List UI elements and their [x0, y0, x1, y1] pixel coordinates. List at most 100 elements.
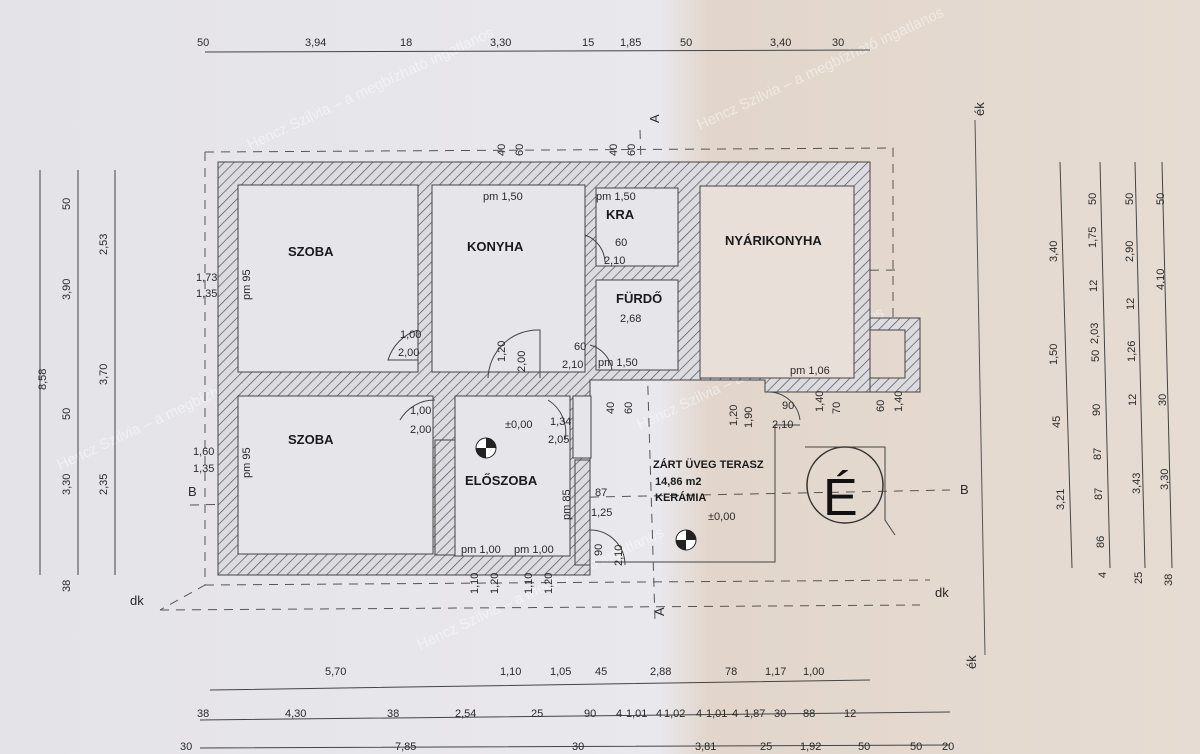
dimension-label: 30 — [832, 37, 844, 49]
section-dk-left: dk — [130, 593, 144, 608]
watermark: Hencz Szilvia – a megbízható ingatlanos — [695, 4, 947, 134]
level-marker-icon — [475, 437, 497, 459]
label: 60 — [574, 341, 586, 353]
dimension-label: 50 — [1124, 193, 1136, 205]
label: 90 — [782, 400, 794, 412]
room-label-furdo: FÜRDŐ — [616, 291, 662, 306]
dimension-label: 50 — [1090, 350, 1102, 362]
section-b-left: B — [188, 484, 197, 499]
dimension-label: 38 — [387, 708, 399, 720]
wall-chimney — [869, 317, 921, 393]
dimension-label: 1,02 — [664, 708, 685, 720]
room-label-kra: KRA — [606, 207, 635, 222]
label: 1,40 — [814, 391, 826, 412]
dimension-label: 30 — [1157, 394, 1169, 406]
dimension-label: 50 — [61, 408, 73, 420]
dimension-label: 2,88 — [650, 666, 671, 678]
dimension-label: 25 — [760, 741, 772, 753]
dimension-label: 3,90 — [61, 279, 73, 300]
dimension-label: 7,85 — [395, 741, 416, 753]
label: 1,20 — [489, 573, 501, 594]
label: 87 — [595, 487, 607, 499]
label: 2,10 — [772, 419, 793, 431]
dimension-label: 12 — [1088, 280, 1100, 292]
dimension-label: 1,10 — [500, 666, 521, 678]
room-label-eloszoba: ELŐSZOBA — [465, 473, 538, 488]
label: pm 95 — [241, 269, 253, 300]
label: 1,60 — [193, 446, 214, 458]
terasz-area: 14,86 m2 — [655, 476, 701, 488]
wall-gap — [572, 395, 592, 459]
room-label-nyarikonyha: NYÁRIKONYHA — [725, 233, 822, 248]
dimension-label: 50 — [61, 198, 73, 210]
dimension-label: 2,35 — [98, 474, 110, 495]
label: 1,00 — [410, 405, 431, 417]
dimension-label: 3,94 — [305, 37, 326, 49]
dimension-label: 3,40 — [1048, 241, 1060, 262]
dimension-label: 1,92 — [800, 741, 821, 753]
label: 60 — [615, 237, 627, 249]
dimension-label: 3,43 — [1131, 473, 1143, 494]
room-furdo — [595, 279, 679, 371]
label: 2,00 — [516, 351, 528, 372]
dimension-label: 50 — [858, 741, 870, 753]
label: 1,35 — [193, 463, 214, 475]
label: 60 — [875, 400, 887, 412]
label: pm 1,00 — [461, 544, 501, 556]
dimension-label: 3,30 — [61, 474, 73, 495]
dimension-label: 4,10 — [1155, 269, 1167, 290]
dimension-label: 12 — [844, 708, 856, 720]
label: 70 — [831, 402, 843, 414]
dimension-label: 50 — [910, 741, 922, 753]
label: 1,35 — [196, 288, 217, 300]
label: pm 95 — [241, 447, 253, 478]
dimension-label: 3,30 — [1159, 469, 1171, 490]
room-label-konyha: KONYHA — [467, 239, 524, 254]
dimension-label: 1,75 — [1087, 227, 1099, 248]
label: 40 — [496, 144, 508, 156]
dimension-label: 2,90 — [1124, 241, 1136, 262]
dimension-label: 30 — [180, 741, 192, 753]
dimension-label: 1,05 — [550, 666, 571, 678]
dimension-label: 3,21 — [1055, 489, 1067, 510]
dimension-label: 2,03 — [1089, 323, 1101, 344]
dimension-label: 20 — [942, 741, 954, 753]
label: 40 — [605, 402, 617, 414]
label: 60 — [626, 144, 638, 156]
section-dk-right: dk — [935, 585, 949, 600]
dimension-label: 86 — [1095, 536, 1107, 548]
label: 2,10 — [604, 255, 625, 267]
dimension-label: 8,58 — [37, 369, 49, 390]
dimension-label: 78 — [725, 666, 737, 678]
dimension-label: 1,26 — [1126, 341, 1138, 362]
dimension-label: 18 — [400, 37, 412, 49]
opening-labels: pm 1,50 pm 1,50 60 2,10 2,68 60 2,10 pm … — [193, 144, 905, 594]
wall-inner — [574, 459, 591, 566]
room-szoba-2 — [237, 395, 434, 555]
label: 90 — [593, 544, 605, 556]
room-szoba-1 — [237, 184, 419, 373]
label: 1,20 — [728, 405, 740, 426]
room-eloszoba — [454, 395, 571, 557]
dimension-label: 1,85 — [620, 37, 641, 49]
terasz-floor: KERÁMIA — [655, 491, 706, 504]
dimension-label: 38 — [197, 708, 209, 720]
dimension-label: 88 — [803, 708, 815, 720]
room-label-terasz: ZÁRT ÜVEG TERASZ — [653, 458, 764, 471]
terrace-outline — [595, 424, 800, 563]
dimension-label: 38 — [1163, 574, 1175, 586]
dimension-label: 30 — [774, 708, 786, 720]
dimension-label: 4,30 — [285, 708, 306, 720]
label: 60 — [514, 144, 526, 156]
label: 1,40 — [893, 391, 905, 412]
dimension-label: 1,01 — [626, 708, 647, 720]
dimension-label: 38 — [61, 580, 73, 592]
dimension-label: 4 — [616, 708, 622, 720]
dimension-label: 87 — [1093, 488, 1105, 500]
section-a-bottom: A — [652, 607, 667, 616]
label: pm 1,50 — [483, 191, 523, 203]
dimension-label: 1,00 — [803, 666, 824, 678]
label: 2,10 — [562, 359, 583, 371]
